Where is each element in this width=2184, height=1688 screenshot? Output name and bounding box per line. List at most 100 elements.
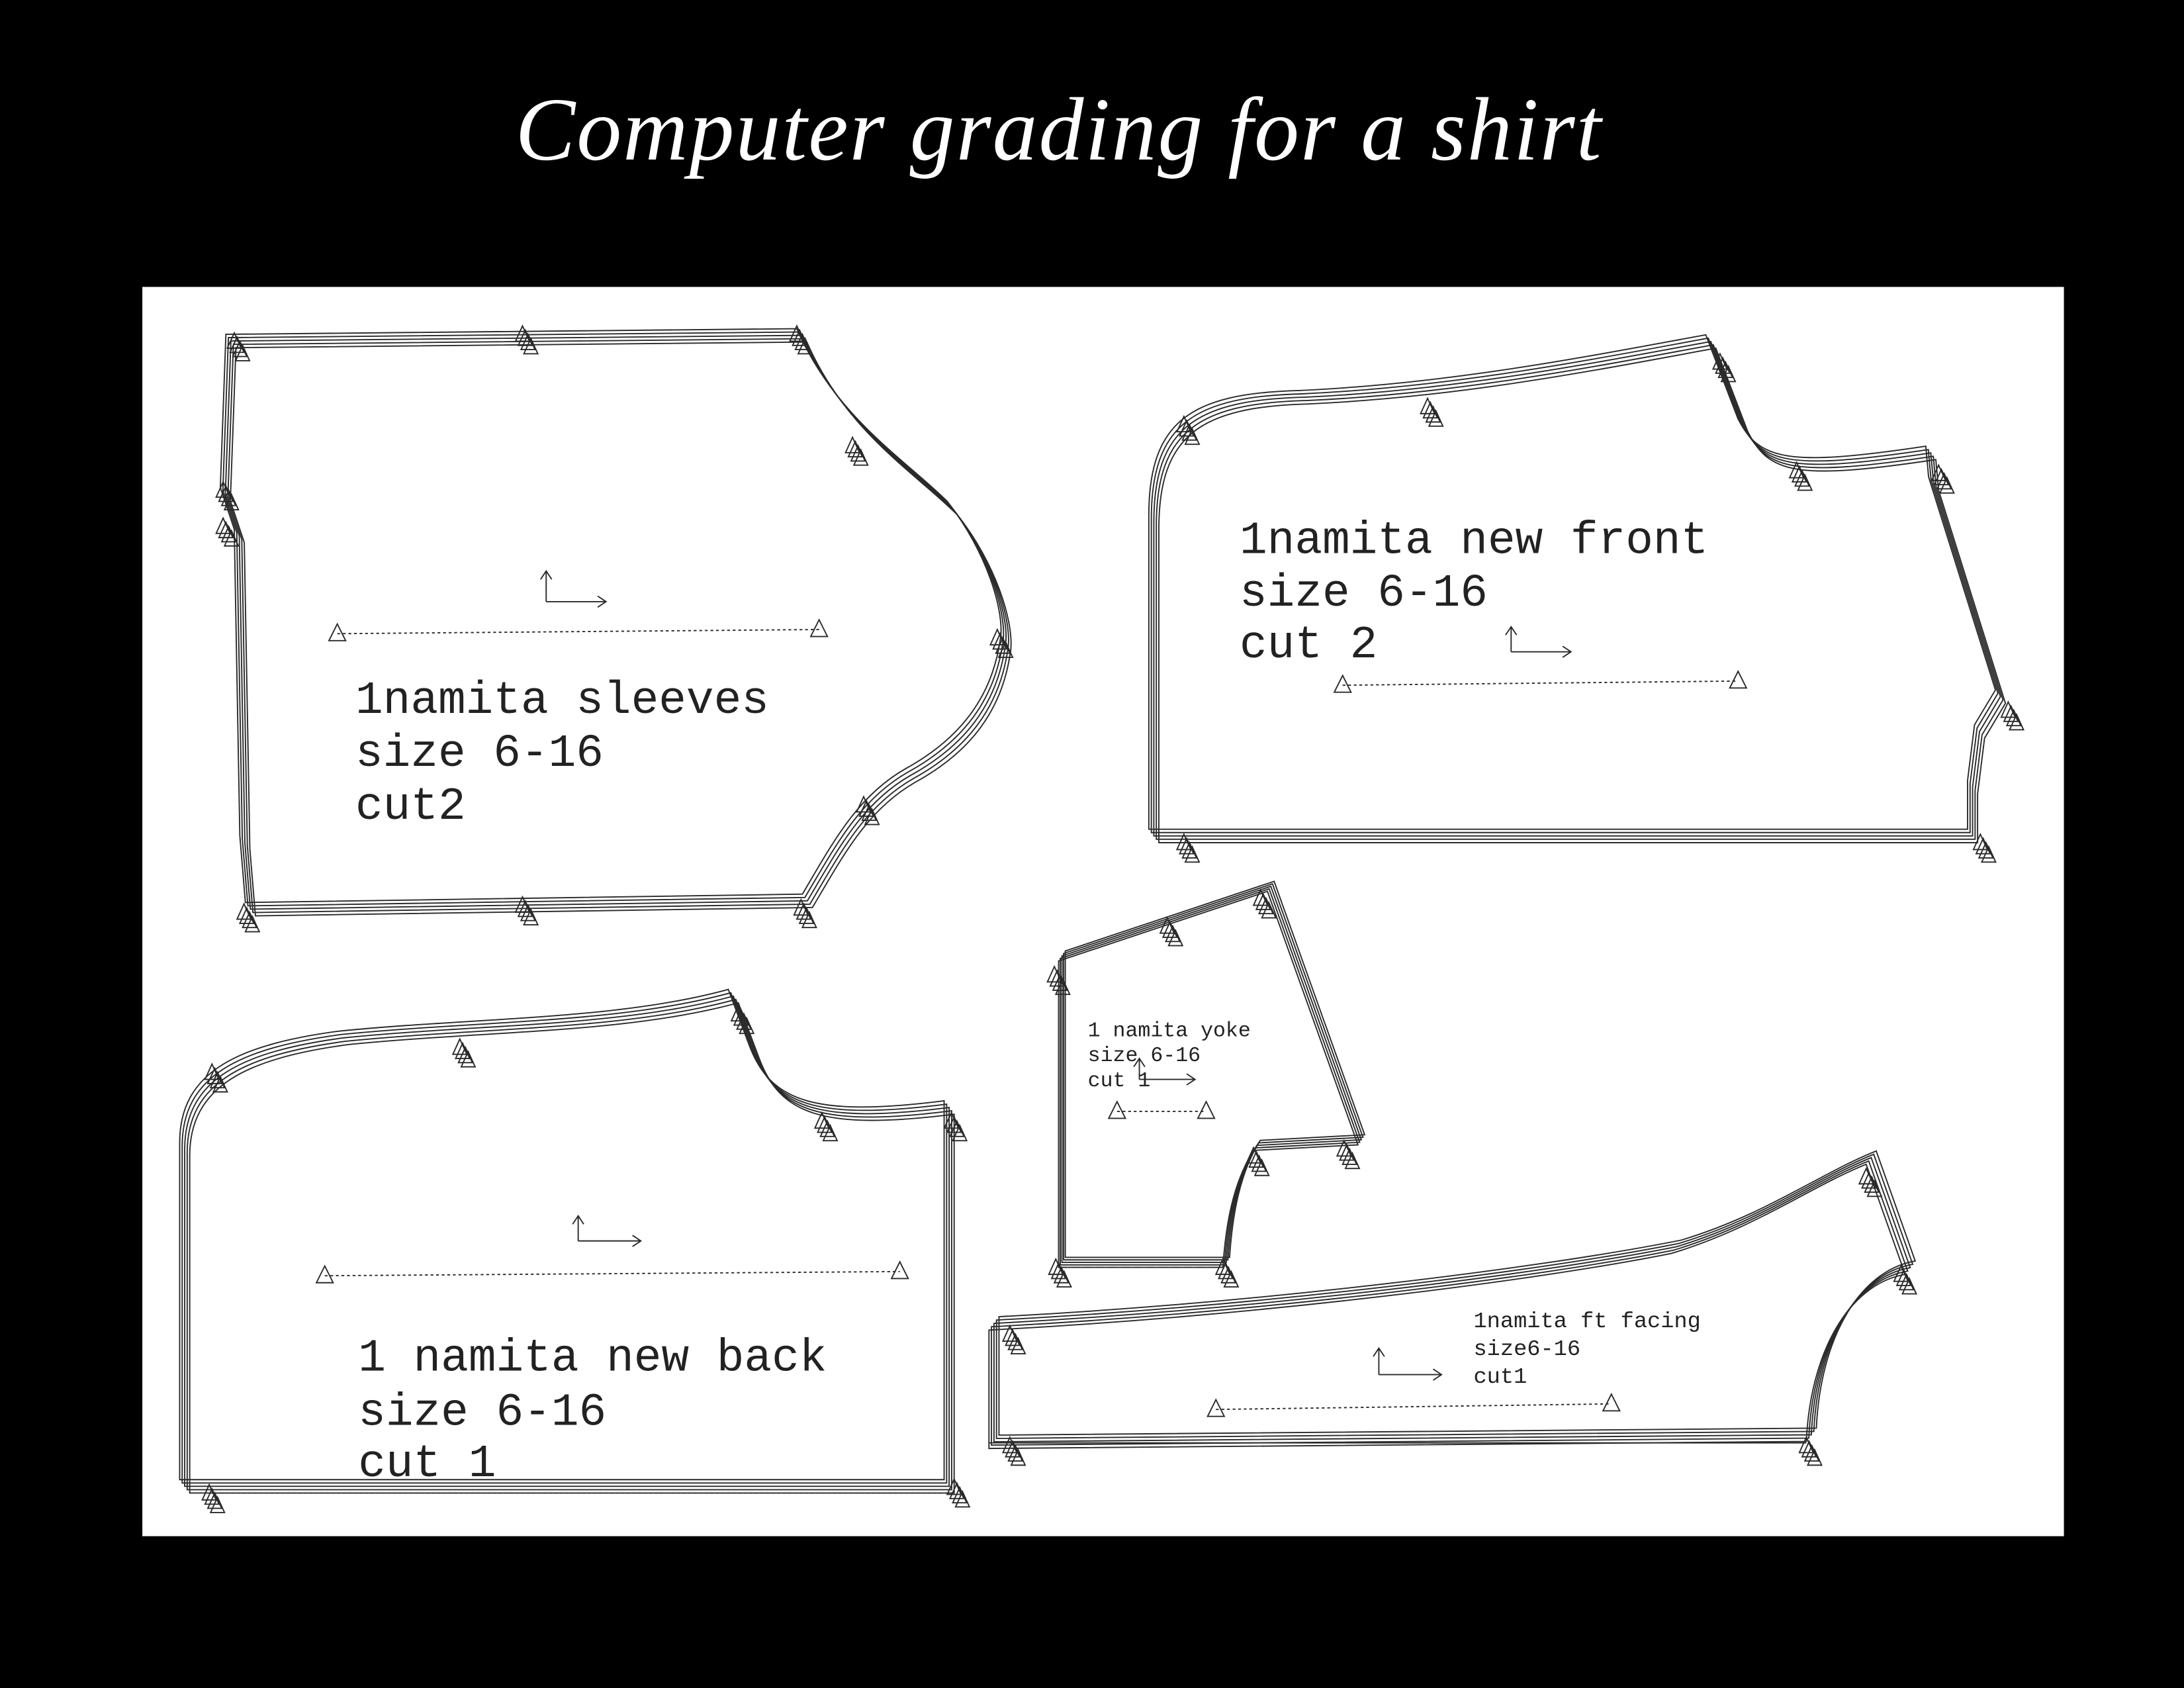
notch-triangle-icon <box>995 636 1011 654</box>
notch-triangle-icon <box>514 895 531 914</box>
notch-triangle-icon <box>220 525 237 543</box>
notch-triangle-icon <box>1898 1272 1915 1291</box>
notch-triangle-icon <box>948 1481 965 1499</box>
notch-triangle-icon <box>850 444 866 462</box>
notch-triangle-icon <box>817 1115 833 1133</box>
notch-triangle-icon <box>457 1045 474 1064</box>
notch-triangle-icon <box>1001 1324 1018 1342</box>
notch-triangle-icon <box>523 908 539 925</box>
notch-triangle-icon <box>861 803 878 821</box>
notch-triangle-icon <box>1005 1440 1021 1458</box>
notch-triangle-icon <box>1717 360 1734 379</box>
notch-triangle-icon <box>1181 841 1198 859</box>
facing-outline <box>998 1150 1917 1436</box>
notch-triangle-icon <box>209 1495 226 1513</box>
notch-triangle-icon <box>1046 964 1063 983</box>
label-line: size 6-16 <box>358 1386 606 1438</box>
notch-triangle-icon <box>1053 1266 1069 1284</box>
label-line: 1namita sleeves <box>355 675 769 727</box>
notch-triangle-icon <box>1858 1166 1874 1185</box>
notch-triangle-icon <box>234 344 251 361</box>
label-line: size 6-16 <box>355 727 604 780</box>
notch-triangle-icon <box>864 808 880 825</box>
notch-triangle-icon <box>822 1123 839 1142</box>
notch-triangle-icon <box>792 328 808 346</box>
notch-triangle-icon <box>1223 1270 1240 1288</box>
paper-background <box>142 287 2064 1536</box>
notch-triangle-icon <box>238 906 255 924</box>
notch-triangle-icon <box>739 1016 755 1035</box>
notch-triangle-icon <box>852 448 869 466</box>
notch-triangle-icon <box>844 436 861 453</box>
notch-triangle-icon <box>1420 397 1436 414</box>
back-outline <box>189 1002 955 1494</box>
label-line: 1namita ft facing <box>1473 1309 1700 1335</box>
front-outline <box>1153 340 2001 837</box>
notch-triangle-icon <box>1798 1435 1815 1454</box>
notch-triangle-icon <box>819 1119 836 1137</box>
notch-triangle-icon <box>1801 1440 1817 1458</box>
notch-triangle-icon <box>204 1062 220 1080</box>
notch-triangle-icon <box>1054 977 1071 996</box>
yoke-outline <box>1061 885 1363 1263</box>
notch-triangle-icon <box>1893 1264 1909 1282</box>
sleeve-outline <box>230 341 1012 917</box>
notch-triangle-icon <box>242 910 258 929</box>
notch-triangle-icon <box>1861 1171 1878 1189</box>
front-outline <box>1156 344 2004 840</box>
label-line: 1 namita new back <box>358 1332 827 1384</box>
back-outline <box>179 988 945 1481</box>
notch-triangle-icon <box>201 1483 218 1501</box>
notch-triangle-icon <box>1165 924 1181 943</box>
notch-triangle-icon <box>236 902 252 920</box>
notch-triangle-icon <box>1220 1266 1237 1284</box>
notch-triangle-icon <box>1602 1392 1621 1412</box>
notch-triangle-icon <box>1181 423 1198 441</box>
notch-triangle-icon <box>1010 1336 1026 1354</box>
notch-triangle-icon <box>847 440 864 458</box>
notch-triangle-icon <box>1895 1268 1912 1286</box>
grain-line <box>1342 680 1739 686</box>
notch-triangle-icon <box>1806 1448 1823 1466</box>
notch-triangle-icon <box>946 1477 962 1495</box>
notch-triangle-icon <box>220 489 237 506</box>
notch-triangle-icon <box>1711 352 1728 370</box>
notch-triangle-icon <box>736 1012 752 1030</box>
notch-triangle-icon <box>1344 1151 1361 1170</box>
label-front: 1namita new front size 6-16 cut 2 <box>1240 514 1708 671</box>
notch-triangle-icon <box>948 1119 965 1137</box>
notch-triangle-icon <box>1161 920 1178 938</box>
notch-triangle-icon <box>1184 845 1201 863</box>
label-line: size6-16 <box>1473 1337 1580 1362</box>
notch-triangle-icon <box>223 492 240 510</box>
notch-triangle-icon <box>1864 1175 1880 1193</box>
notch-triangle-icon <box>1197 1100 1216 1119</box>
notch-triangle-icon <box>1342 1147 1358 1165</box>
notch-triangle-icon <box>212 1075 228 1093</box>
notch-triangle-icon <box>1975 837 1991 855</box>
label-line: cut1 <box>1473 1365 1527 1390</box>
notch-triangle-icon <box>204 1487 220 1505</box>
notch-triangle-icon <box>1179 837 1195 855</box>
notch-triangle-icon <box>788 324 805 342</box>
label-line: cut2 <box>355 780 466 833</box>
notch-triangle-icon <box>1978 841 1994 859</box>
grain-arrow-icon <box>1373 1346 1443 1381</box>
notch-triangle-icon <box>730 1004 747 1022</box>
notch-triangle-icon <box>460 1050 477 1068</box>
notch-triangle-icon <box>328 622 347 641</box>
notch-triangle-icon <box>801 910 817 929</box>
notch-triangle-icon <box>952 1123 968 1142</box>
notch-triangle-icon <box>218 520 234 539</box>
label-sleeves: 1namita sleeves size 6-16 cut2 <box>355 675 769 833</box>
notch-triangle-icon <box>1252 888 1269 906</box>
notch-triangle-icon <box>1049 969 1066 987</box>
notch-triangle-icon <box>1159 916 1175 934</box>
notch-triangle-icon <box>1933 467 1950 486</box>
notch-triangle-icon <box>1336 1139 1352 1157</box>
notch-triangle-icon <box>797 336 813 355</box>
notch-triangle-icon <box>813 1111 830 1129</box>
label-facing: 1namita ft facing size6-16 cut1 <box>1473 1309 1700 1390</box>
notch-triangle-icon <box>517 328 533 346</box>
notch-triangle-icon <box>992 632 1009 650</box>
